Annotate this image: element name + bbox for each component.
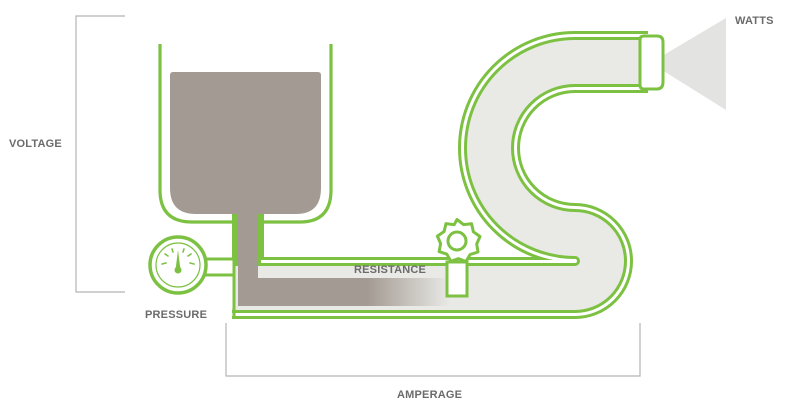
nozzle-icon xyxy=(638,34,665,91)
spray-cone-icon xyxy=(662,18,726,110)
tank-outline xyxy=(158,44,333,228)
amperage-label: AMPERAGE xyxy=(397,389,462,401)
pressure-label: PRESSURE xyxy=(145,309,207,321)
amperage-bracket xyxy=(225,323,641,377)
valve-gear-icon xyxy=(435,217,482,298)
watts-label: WATTS xyxy=(735,15,774,27)
tank-water xyxy=(170,72,321,214)
pressure-gauge-icon xyxy=(148,235,236,295)
voltage-bracket xyxy=(75,15,125,293)
pipe-interior xyxy=(232,40,648,310)
water-flow xyxy=(238,200,452,306)
voltage-label: VOLTAGE xyxy=(9,138,62,150)
resistance-label: RESISTANCE xyxy=(354,264,426,276)
water-tank xyxy=(158,44,333,228)
